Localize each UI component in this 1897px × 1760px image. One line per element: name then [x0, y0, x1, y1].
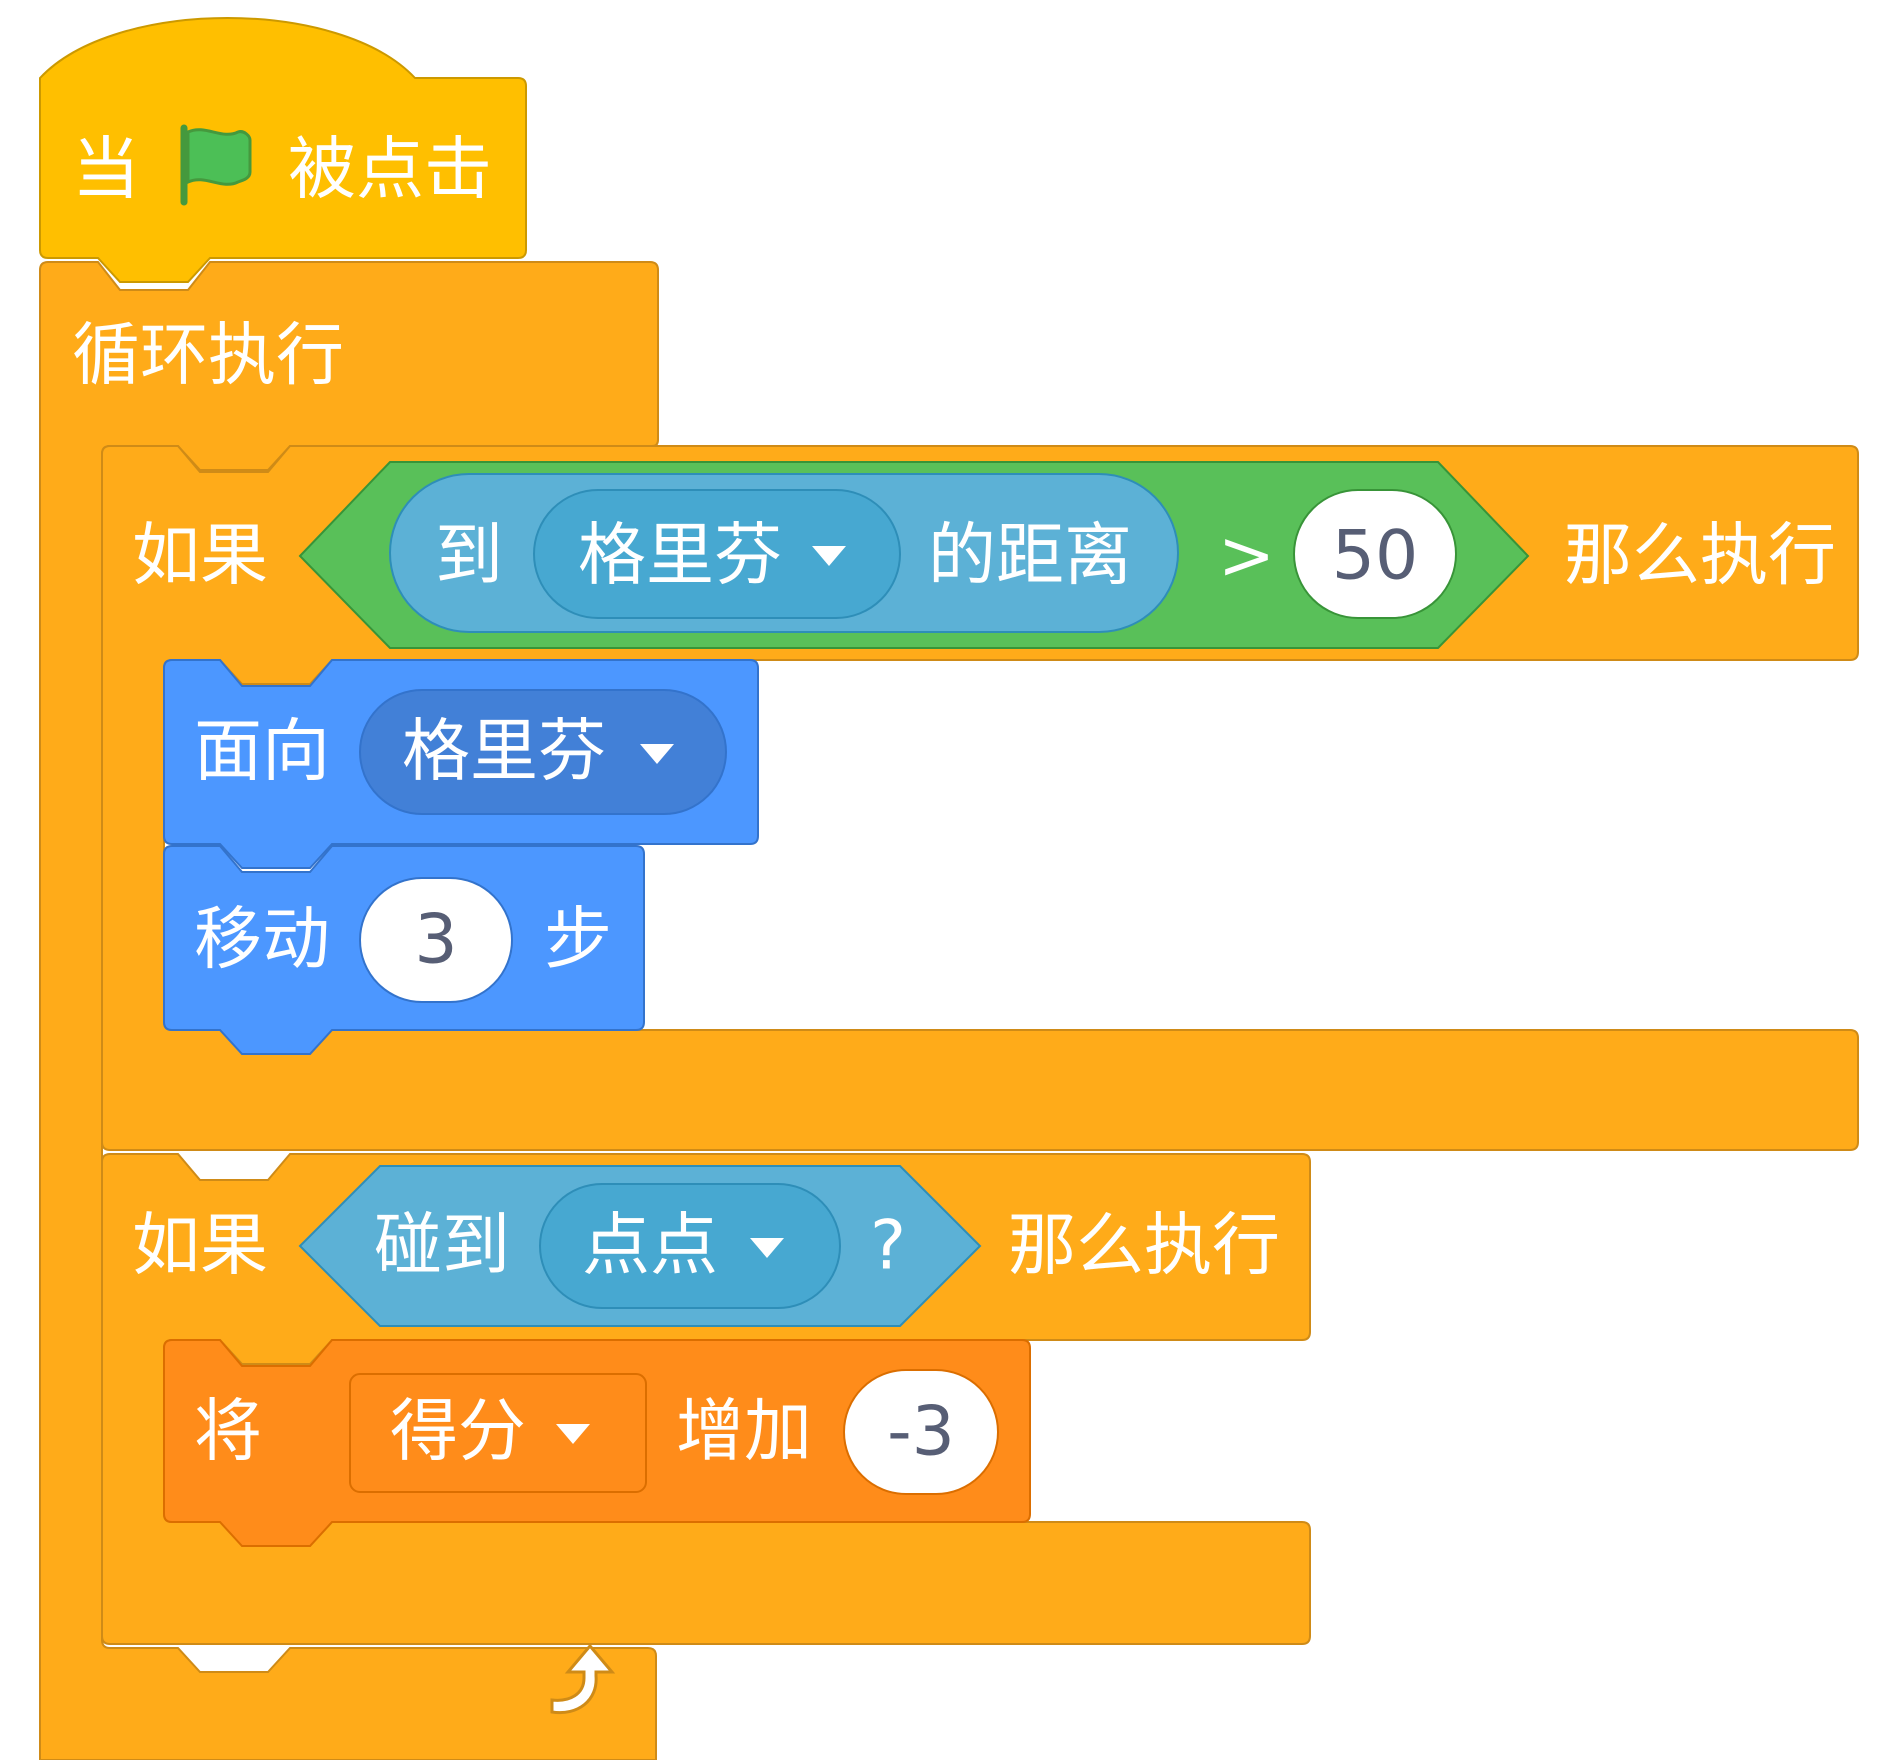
point-target-dropdown[interactable]: 格里芬 — [359, 689, 727, 815]
touching-target-value: 点点 — [582, 1207, 718, 1286]
chevron-down-icon — [640, 744, 674, 764]
distance-to-reporter[interactable]: 到 格里芬 的距离 — [389, 473, 1179, 633]
distance-target-dropdown[interactable]: 格里芬 — [533, 489, 901, 619]
touching-target-dropdown[interactable]: 点点 — [539, 1183, 841, 1309]
touching-target-menu-shape — [539, 1183, 841, 1309]
hat-block-shape — [39, 17, 527, 283]
if2-if-label: 如果 — [132, 1207, 268, 1286]
steps-value: 3 — [414, 901, 457, 980]
distance-target-value: 格里芬 — [578, 517, 782, 596]
hat-when-label: 当 — [72, 131, 140, 210]
variable-menu-shape — [349, 1373, 647, 1493]
point-target-value: 格里芬 — [402, 713, 606, 792]
point-towards-label: 面向 — [194, 713, 330, 792]
variable-value: 得分 — [390, 1393, 526, 1472]
chevron-down-icon — [812, 546, 846, 566]
hat-clicked-label: 被点击 — [288, 131, 492, 210]
threshold-input[interactable]: 50 — [1293, 489, 1457, 619]
distance-target-menu-shape — [533, 489, 901, 619]
chevron-down-icon — [750, 1238, 784, 1258]
threshold-input-shape — [1293, 489, 1457, 619]
change-value-input[interactable]: -3 — [843, 1369, 999, 1495]
point-target-menu-shape — [359, 689, 727, 815]
variable-dropdown[interactable]: 得分 — [349, 1373, 647, 1493]
operator-symbol: > — [1218, 517, 1275, 596]
chevron-down-icon — [556, 1424, 590, 1444]
green-flag-icon[interactable] — [180, 124, 252, 206]
distance-to-label: 到 — [435, 517, 503, 596]
threshold-value: 50 — [1332, 517, 1419, 596]
steps-suffix: 步 — [544, 901, 612, 980]
if-touching-block[interactable]: 如果 碰到 点点 ? 那么执行 — [101, 1153, 1311, 1645]
loop-arrow-icon — [550, 1643, 616, 1715]
if-distance-block[interactable]: 如果 到 格里芬 的距离 > 50 那么执行 — [101, 445, 1859, 1151]
point-towards-block[interactable]: 面向 格里芬 — [163, 659, 759, 869]
if2-then-label: 那么执行 — [1008, 1207, 1280, 1286]
move-label: 移动 — [194, 901, 330, 980]
greater-than-operator[interactable]: 到 格里芬 的距离 > 50 — [298, 461, 1530, 649]
distance-suffix-label: 的距离 — [928, 517, 1132, 596]
steps-input[interactable]: 3 — [359, 877, 513, 1003]
if1-if-label: 如果 — [132, 517, 268, 596]
touching-sensing-block[interactable]: 碰到 点点 ? — [298, 1165, 982, 1327]
if1-then-label: 那么执行 — [1564, 517, 1836, 596]
flag-cloth — [186, 128, 252, 186]
touching-question: ? — [870, 1207, 906, 1286]
forever-label: 循环执行 — [72, 317, 344, 396]
loop-arrow-path — [550, 1643, 616, 1715]
steps-input-shape — [359, 877, 513, 1003]
touching-label: 碰到 — [374, 1207, 510, 1286]
change-variable-block[interactable]: 将 得分 增加 -3 — [163, 1339, 1031, 1547]
change-value: -3 — [887, 1393, 955, 1472]
when-flag-clicked-block[interactable]: 当 被点击 — [39, 17, 527, 283]
change-value-input-shape — [843, 1369, 999, 1495]
change-by-label: 增加 — [676, 1393, 812, 1472]
change-label: 将 — [194, 1393, 262, 1472]
move-steps-block[interactable]: 移动 3 步 — [163, 845, 645, 1055]
